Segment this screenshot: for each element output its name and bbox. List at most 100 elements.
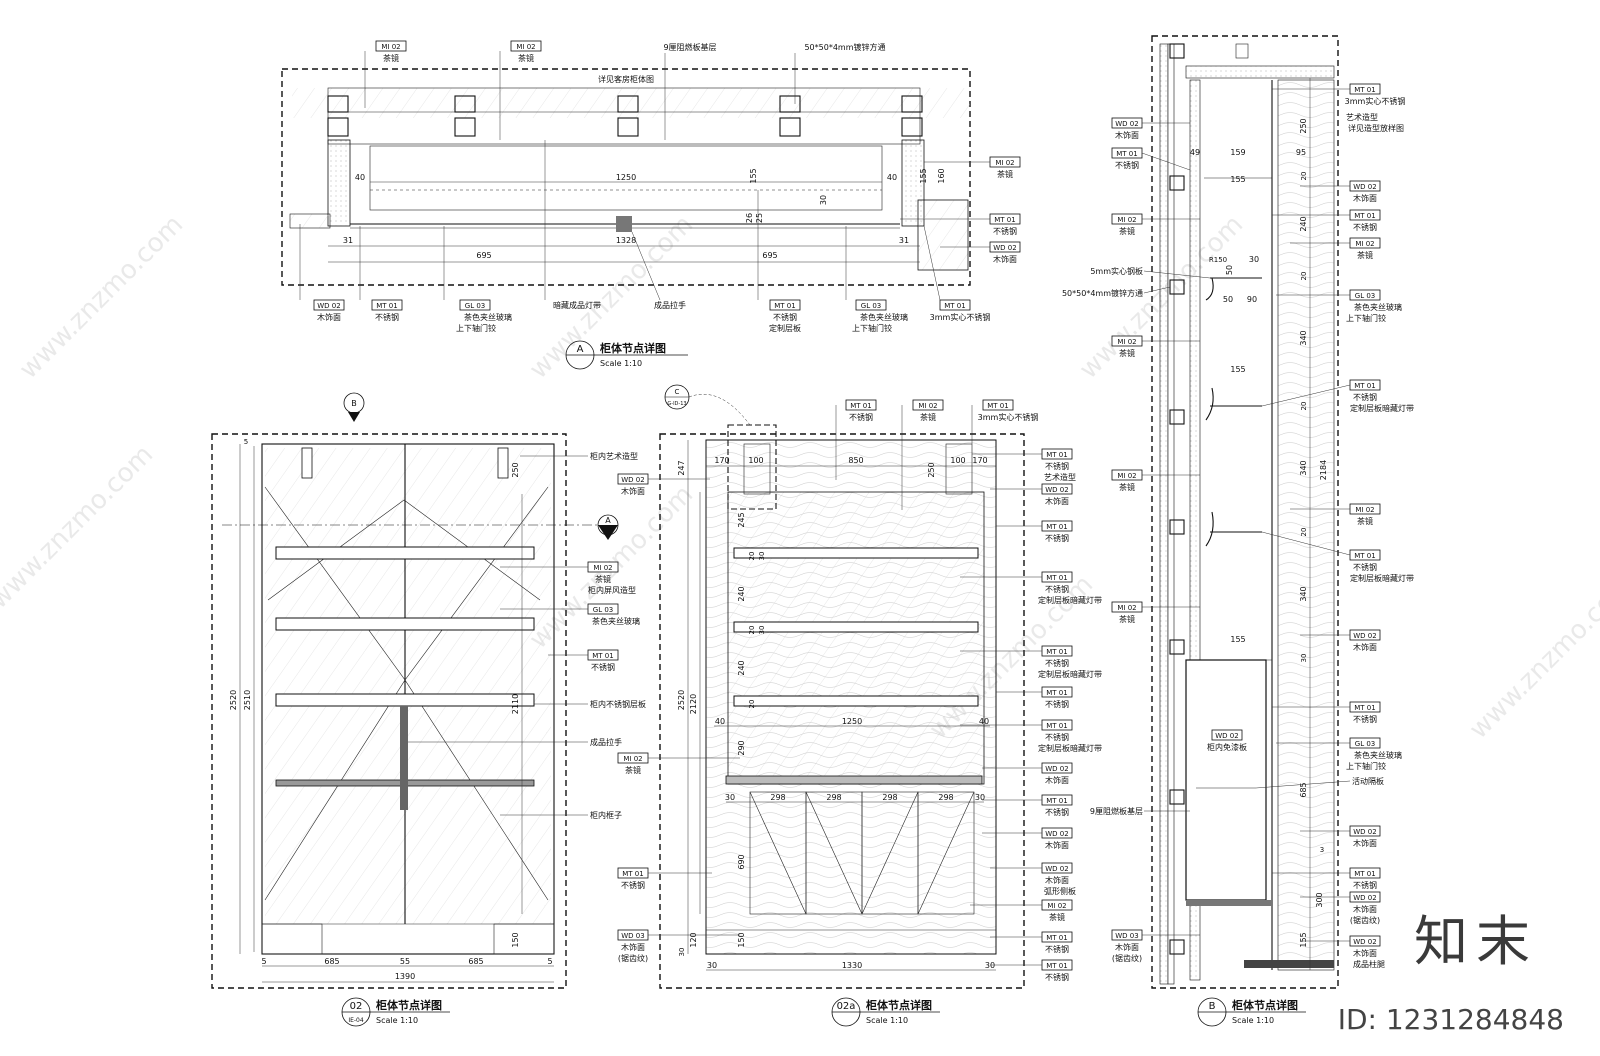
- dim-text: 170: [972, 456, 987, 465]
- shelf-02a-2: [733, 621, 979, 633]
- tag-desc-2: 上下轴门铰: [1346, 761, 1386, 771]
- wall-tubes: [1169, 43, 1185, 955]
- tag-mi02-b-left-4: MI 02 茶镜: [1111, 601, 1200, 624]
- tag-wd02-right-a: WD 02 木饰面: [940, 241, 1021, 264]
- tag-mt01-r4-02a: MT 01 不锈钢 定制层板暗藏灯带: [960, 571, 1102, 605]
- dim-text: 155: [749, 168, 758, 183]
- tag-mt01-b-r3: MT 01 不锈钢: [1272, 209, 1381, 232]
- note-handle-02: 成品拉手: [590, 737, 622, 747]
- tag-wd02-b-r2: WD 02 木饰面: [1300, 180, 1381, 203]
- tag-gl03-b-r11: GL 03 茶色夹丝玻璃 上下轴门铰: [1276, 737, 1402, 771]
- tag-desc: 3mm实心不锈钢: [978, 412, 1039, 422]
- dim-text: 30: [1249, 255, 1259, 264]
- dim-text: 30: [678, 948, 686, 957]
- dim-text: 1330: [842, 961, 862, 970]
- tag-desc-2: 柜内屏风造型: [588, 585, 636, 595]
- dim-text: 40: [887, 173, 897, 182]
- dim-text: 155: [1230, 365, 1245, 374]
- tag-mi02-b-r7: MI 02 茶镜: [1290, 503, 1381, 526]
- tag-code: WD 02: [621, 476, 644, 484]
- tag-mi02-b-left-1: MI 02 茶镜: [1111, 213, 1200, 236]
- dim-text: 1250: [616, 173, 636, 182]
- tag-mi02-top-left: MI 02 茶镜: [364, 40, 407, 108]
- tag-mt01-r7-02a: MT 01 不锈钢 定制层板暗藏灯带: [960, 719, 1102, 753]
- dim-text: 30: [725, 793, 735, 802]
- dim-text: 20: [748, 700, 756, 709]
- tag-code: MT 01: [1046, 451, 1067, 459]
- tag-code: MT 01: [944, 302, 965, 310]
- tag-code: MT 01: [774, 302, 795, 310]
- tag-code: WD 02: [1115, 120, 1138, 128]
- view-02-frame: [211, 433, 567, 989]
- back-board: [1189, 79, 1201, 981]
- dim-text: 245: [737, 512, 746, 527]
- tag-desc: 茶色夹丝玻璃: [1354, 302, 1402, 312]
- view-title: 柜体节点详图: [375, 998, 442, 1012]
- tag-gl03-view02: GL 03 茶色夹丝玻璃: [500, 603, 640, 626]
- section-marker-c: C G-ID-13: [664, 384, 751, 426]
- tag-desc: 不锈钢: [1045, 972, 1069, 982]
- dim-text: 2120: [689, 694, 698, 714]
- watermark-text: www.znzmo.com: [14, 210, 189, 385]
- tag-desc: 木饰面: [1353, 642, 1377, 652]
- tag-code: GL 03: [861, 302, 881, 310]
- dim-text: 49: [1190, 148, 1200, 157]
- tag-code: MT 01: [592, 652, 613, 660]
- dim-text: 150: [737, 932, 746, 947]
- dim-text: 5: [261, 957, 266, 966]
- dim-text: 298: [770, 793, 785, 802]
- view-a-frame: [281, 68, 971, 286]
- wall-hatch: [292, 88, 970, 118]
- dim-text: 20: [748, 552, 756, 561]
- tag-gl03-b-r5: GL 03 茶色夹丝玻璃 上下轴门铰: [1276, 289, 1402, 323]
- plan-top-note: 详见客房柜体图: [598, 74, 654, 84]
- marker-label: C: [675, 388, 680, 396]
- dim-text: 160: [937, 168, 946, 183]
- tag-code: MT 01: [1354, 212, 1375, 220]
- wood-side-panel: [1277, 79, 1335, 971]
- dim-text: 298: [938, 793, 953, 802]
- view-number: A: [577, 344, 584, 355]
- tag-mt01-r13-02a: MT 01 不锈钢: [990, 931, 1073, 954]
- dim-text: 240: [737, 660, 746, 675]
- square-tube-row: [327, 95, 923, 137]
- dim-text: 155: [1299, 932, 1308, 947]
- drawer-fronts: [749, 791, 975, 915]
- tag-desc: 不锈钢: [1045, 584, 1069, 594]
- tag-desc: 木饰面: [1115, 130, 1139, 140]
- tag-mt01-right-a: MT 01 不锈钢: [900, 213, 1021, 236]
- tag-code: WD 02: [993, 244, 1016, 252]
- tag-code: MI 02: [516, 43, 535, 51]
- detail-callout-box: [727, 424, 777, 510]
- tag-desc-2: (锯齿纹): [1112, 953, 1142, 963]
- tag-gl03-bottom-b: GL 03 茶色夹丝玻璃 上下轴门铰: [845, 226, 908, 333]
- tag-desc: 茶镜: [1119, 348, 1135, 358]
- tag-desc: 柜内免漆板: [1207, 742, 1247, 752]
- tag-desc: 木饰面: [1045, 840, 1069, 850]
- dim-text: 5: [547, 957, 552, 966]
- tag-code: GL 03: [1355, 292, 1375, 300]
- tag-desc: 不锈钢: [1353, 880, 1377, 890]
- tag-desc-2: (锯齿纹): [1350, 915, 1380, 925]
- top-board: [1185, 65, 1335, 79]
- dim-text: 31: [343, 236, 353, 245]
- dim-text: 298: [882, 793, 897, 802]
- dim-text: 40: [715, 717, 725, 726]
- tag-desc-2: 上下轴门铰: [1346, 313, 1386, 323]
- note-steel-plate: 5mm实心钢板: [1090, 266, 1143, 276]
- dim-text: 695: [762, 251, 777, 260]
- watermark-text: www.znzmo.com: [1464, 570, 1600, 745]
- tag-desc: 木饰面: [1353, 838, 1377, 848]
- dim-text: 20: [1300, 402, 1308, 411]
- dim-text: 30: [975, 793, 985, 802]
- view-title: 柜体节点详图: [599, 341, 666, 355]
- tag-desc: 茶镜: [1049, 912, 1065, 922]
- dim-text: 20: [1300, 528, 1308, 537]
- tag-mi02-right-a: MI 02 茶镜: [924, 156, 1021, 179]
- dim-text: 95: [1296, 148, 1306, 157]
- dim-text: 50: [1223, 295, 1233, 304]
- tag-code: MI 02: [1117, 216, 1136, 224]
- shelf-02a-3: [733, 695, 979, 707]
- dim-text: 685: [468, 957, 483, 966]
- tag-desc: 木饰面: [1353, 193, 1377, 203]
